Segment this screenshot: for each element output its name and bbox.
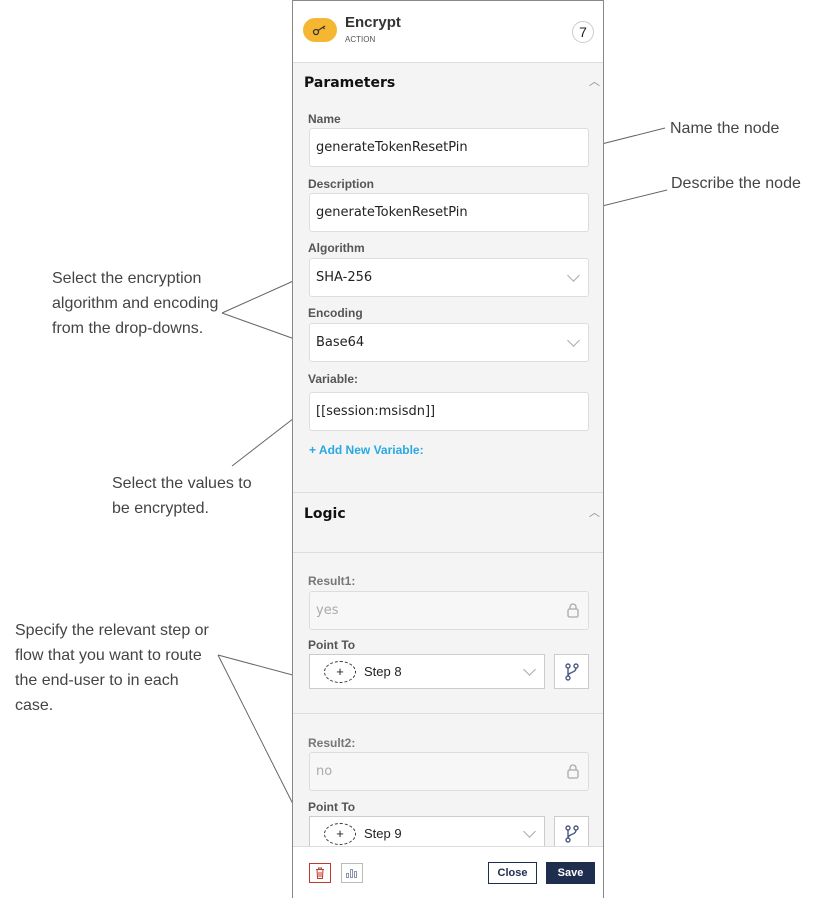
key-icon <box>303 18 337 42</box>
delete-button[interactable] <box>309 863 331 883</box>
step-number-badge: 7 <box>572 21 594 43</box>
analytics-button[interactable] <box>341 863 363 883</box>
annotation-name: Name the node <box>670 120 780 137</box>
panel-footer: Close Save <box>293 846 603 898</box>
collapse-parameters-icon[interactable]: ︿ <box>589 76 600 88</box>
lock-icon <box>567 603 579 618</box>
algorithm-value: SHA-256 <box>316 270 373 285</box>
parameters-heading: Parameters <box>304 75 396 91</box>
collapse-logic-icon[interactable]: ︿ <box>589 507 600 519</box>
result1-label: Result1: <box>308 574 356 588</box>
logic-heading: Logic <box>304 506 346 522</box>
divider <box>293 492 603 493</box>
name-label: Name <box>308 112 341 126</box>
branch-icon <box>564 824 579 843</box>
trash-icon <box>316 867 324 879</box>
variable-input[interactable]: [[session:msisdn]] <box>309 392 589 431</box>
lock-icon <box>567 764 579 779</box>
add-new-variable-link[interactable]: + Add New Variable: <box>309 443 424 457</box>
node-title: Encrypt <box>345 14 401 31</box>
close-button[interactable]: Close <box>488 862 537 884</box>
divider <box>293 552 603 553</box>
point-to-value-2: Step 9 <box>364 826 402 841</box>
chevron-down-icon <box>567 334 580 347</box>
add-step-icon: + <box>324 660 356 683</box>
annotation-point-to: Specify the relevant step or flow that y… <box>15 622 209 714</box>
branch-flow-button-2[interactable] <box>554 816 589 851</box>
annotation-describe: Describe the node <box>671 175 801 192</box>
encoding-label: Encoding <box>308 306 363 320</box>
variable-label: Variable: <box>308 372 359 386</box>
chevron-down-icon <box>567 269 580 282</box>
point-to-value-1: Step 8 <box>364 664 402 679</box>
chevron-down-icon <box>523 825 536 838</box>
branch-icon <box>564 662 579 681</box>
panel-header: Encrypt ACTION 7 <box>293 1 603 63</box>
result2-label: Result2: <box>308 736 356 750</box>
point-to-label-2: Point To <box>308 800 356 814</box>
add-step-icon: + <box>324 822 356 845</box>
annotation-algorithm: Select the encryption algorithm and enco… <box>52 270 219 337</box>
annotation-values: Select the values to be encrypted. <box>112 475 252 517</box>
result1-input: yes <box>309 591 589 630</box>
divider <box>293 713 603 714</box>
branch-flow-button-1[interactable] <box>554 654 589 689</box>
result2-input: no <box>309 752 589 791</box>
save-button[interactable]: Save <box>546 862 595 884</box>
point-to-select-1[interactable]: + Step 8 <box>309 654 545 689</box>
description-input[interactable]: generateTokenResetPin <box>309 193 589 232</box>
chevron-down-icon <box>523 663 536 676</box>
name-input[interactable]: generateTokenResetPin <box>309 128 589 167</box>
point-to-label-1: Point To <box>308 638 356 652</box>
result1-value: yes <box>316 603 339 618</box>
encrypt-node-panel: Encrypt ACTION 7 Parameters ︿ Name gener… <box>292 0 604 898</box>
description-label: Description <box>308 177 375 191</box>
bar-chart-icon <box>346 869 357 878</box>
encoding-value: Base64 <box>316 335 365 350</box>
encoding-select[interactable]: Base64 <box>309 323 589 362</box>
point-to-select-2[interactable]: + Step 9 <box>309 816 545 851</box>
algorithm-label: Algorithm <box>308 241 365 255</box>
algorithm-select[interactable]: SHA-256 <box>309 258 589 297</box>
result2-value: no <box>316 764 333 779</box>
node-type: ACTION <box>345 35 376 44</box>
